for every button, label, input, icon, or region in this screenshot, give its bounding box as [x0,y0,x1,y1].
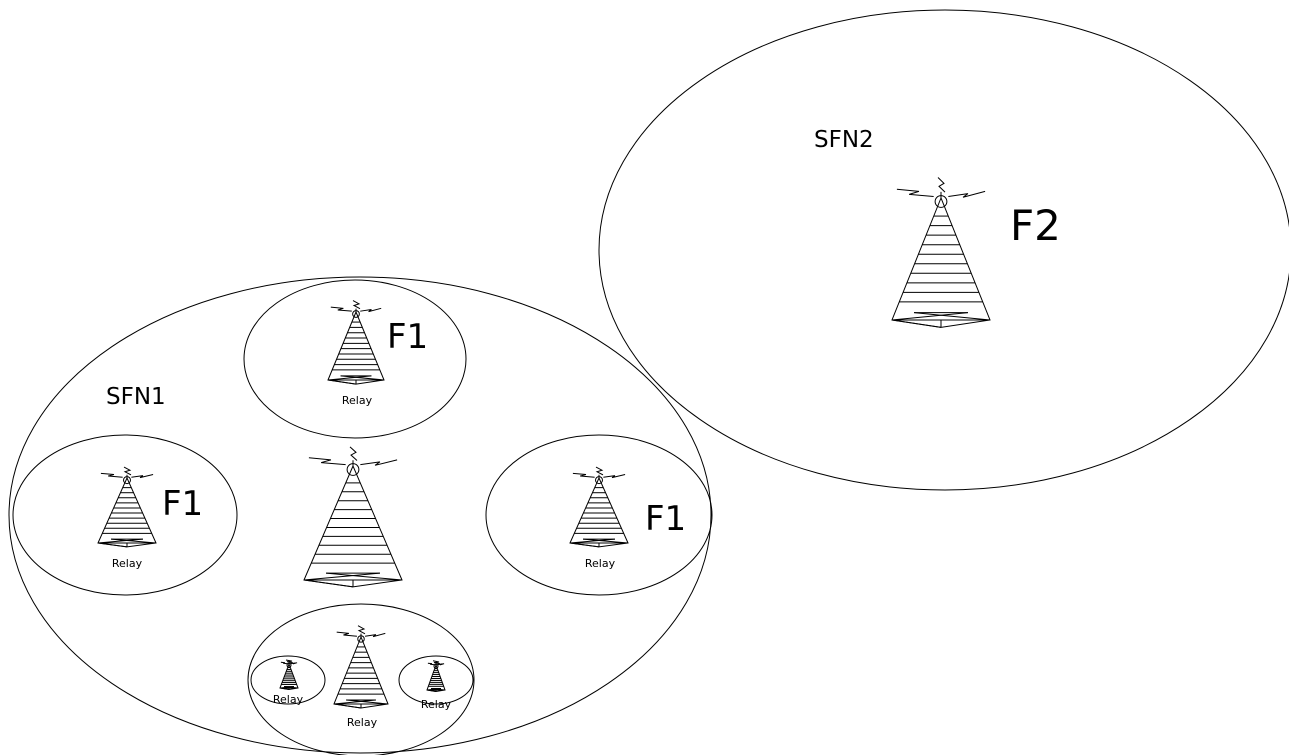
tower-icon-sfn2-main [891,177,991,328]
sfn1-cell-boundary [8,276,712,754]
relay-cell-right [485,434,713,596]
relay-label-bottom: Relay [347,716,378,729]
relay-label-top: Relay [342,394,373,407]
towers-layer [97,177,991,709]
f1-frequency-label-left: F1 [162,484,203,524]
tower-icon-relay-bottom [333,625,389,709]
relay-cell-bottom [247,603,475,755]
relay-cell-top [243,279,467,439]
tower-icon-relay-bottom-small-left [279,659,299,690]
f1-frequency-label-top: F1 [387,317,428,357]
f2-frequency-label: F2 [1010,201,1061,250]
tower-icon-relay-top [327,300,385,385]
sfn2-label: SFN2 [814,127,874,153]
relay-subcell-right [398,655,474,705]
relay-label-left: Relay [112,557,143,570]
relay-subcell-left [250,655,326,705]
tower-icon-relay-right [569,466,629,548]
tower-icon-relay-bottom-small-right [426,660,446,693]
tower-icon-relay-left [97,466,157,548]
f1-frequency-label-right: F1 [645,499,686,539]
relay-cell-left [12,434,238,596]
relay-label-bottom-small-right: Relay [421,698,452,711]
tower-icon-sfn1-main [303,446,403,588]
sfn2-cell-boundary [598,9,1289,491]
relay-label-right: Relay [585,557,616,570]
relay-label-bottom-small-left: Relay [273,693,304,706]
sfn1-label: SFN1 [106,384,166,410]
